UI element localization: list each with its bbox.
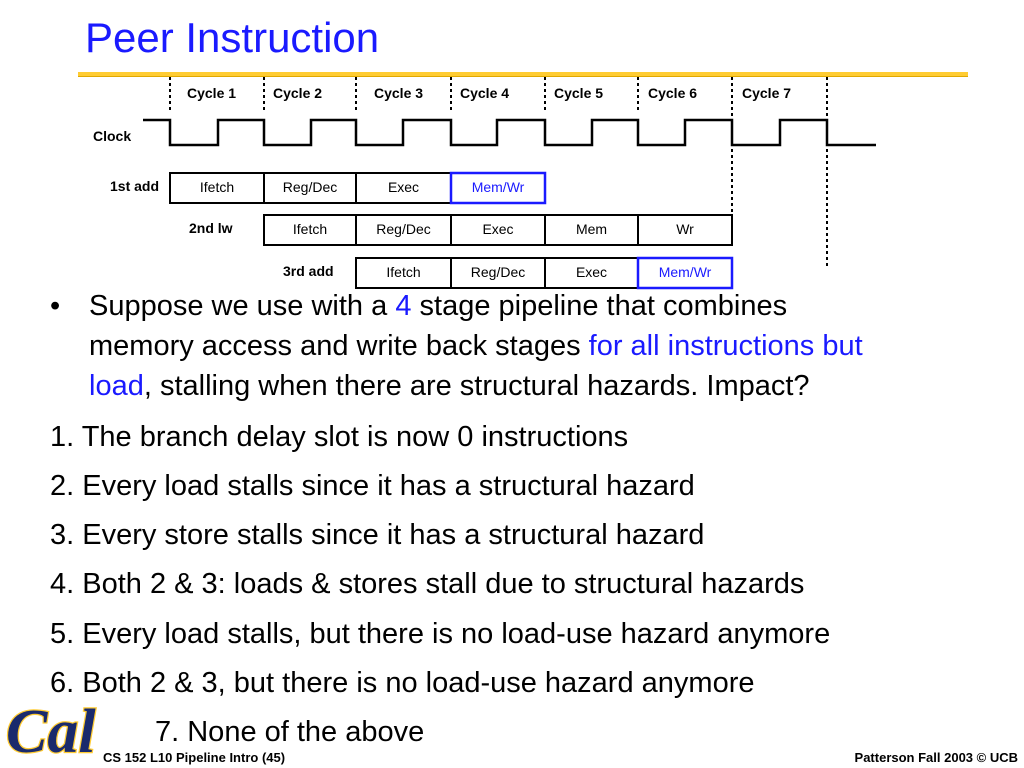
- stage-label: Exec: [388, 179, 419, 195]
- instruction-row-3: 3rd add Ifetch Reg/Dec Exec Mem/Wr: [283, 256, 734, 290]
- stage-box: [544, 214, 639, 246]
- option-1: 1. The branch delay slot is now 0 instru…: [50, 421, 629, 453]
- cycle-label-4: Cycle 4: [460, 85, 509, 101]
- option-5: 5. Every load stalls, but there is no lo…: [50, 618, 831, 650]
- slide-title: Peer Instruction: [85, 14, 380, 61]
- stage-label: Exec: [576, 264, 607, 280]
- instruction-row-2: 2nd lw Ifetch Reg/Dec Exec Mem Wr: [189, 214, 733, 246]
- stage-label: Mem/Wr: [472, 179, 525, 195]
- question-highlight: load: [89, 370, 144, 402]
- stage-count: 4: [395, 290, 412, 322]
- stage-box: [263, 214, 357, 246]
- option-6: 6. Both 2 & 3, but there is no load-use …: [50, 667, 755, 699]
- cycle-label-1: Cycle 1: [187, 85, 236, 101]
- question-text: stage pipeline that combines: [411, 290, 788, 322]
- stage-label: Wr: [676, 221, 694, 237]
- stage-box: [169, 172, 265, 204]
- cycle-labels: Cycle 1 Cycle 2 Cycle 3 Cycle 4 Cycle 5 Cycle…: [187, 85, 791, 101]
- stage-label: Mem/Wr: [659, 264, 712, 280]
- stage-box: [636, 256, 734, 290]
- stage-box: [449, 171, 547, 205]
- stage-label: Reg/Dec: [376, 221, 430, 237]
- stage-label: Reg/Dec: [471, 264, 525, 280]
- cycle-label-2: Cycle 2: [273, 85, 322, 101]
- question-line-2: memory access and write back stages for …: [89, 330, 863, 363]
- pipeline-diagram: Cycle 1 Cycle 2 Cycle 3 Cycle 4 Cycle 5 Cycle…: [93, 77, 876, 290]
- stage-label: Mem: [576, 221, 607, 237]
- stage-label: Ifetch: [200, 179, 234, 195]
- stage-label: Ifetch: [386, 264, 420, 280]
- title-underline: [78, 72, 968, 77]
- cal-logo: Cal: [5, 697, 98, 768]
- stage-box: [355, 172, 452, 204]
- stage-label: Ifetch: [293, 221, 327, 237]
- stage-box: [450, 214, 546, 246]
- question-line-3: load, stalling when there are structural…: [89, 370, 810, 403]
- cycle-label-3: Cycle 3: [374, 85, 423, 101]
- option-4: 4. Both 2 & 3: loads & stores stall due …: [50, 568, 805, 600]
- instruction-label: 1st add: [110, 178, 159, 194]
- question-text: , stalling when there are structural haz…: [143, 370, 810, 402]
- stage-box: [450, 257, 546, 289]
- clock-label: Clock: [93, 128, 131, 144]
- instruction-label: 2nd lw: [189, 220, 233, 236]
- question-text: Suppose we use with a: [89, 290, 396, 322]
- option-3: 3. Every store stalls since it has a str…: [50, 519, 705, 551]
- stage-box: [355, 214, 452, 246]
- question-text: memory access and write back stages: [89, 330, 589, 362]
- cycle-label-6: Cycle 6: [648, 85, 697, 101]
- stage-label: Exec: [482, 221, 513, 237]
- svg-text:Cal: Cal: [6, 698, 96, 766]
- stage-box: [637, 214, 733, 246]
- stage-box: [544, 257, 639, 289]
- bullet-marker: •: [50, 290, 61, 322]
- question-highlight: for all instructions but: [588, 330, 863, 362]
- question-line-1: Suppose we use with a 4 stage pipeline t…: [89, 290, 787, 323]
- stage-label: Reg/Dec: [283, 179, 337, 195]
- instruction-label: 3rd add: [283, 263, 334, 279]
- cycle-label-5: Cycle 5: [554, 85, 603, 101]
- footer-credit: Patterson Fall 2003 © UCB: [854, 750, 1018, 765]
- cycle-label-7: Cycle 7: [742, 85, 791, 101]
- instruction-row-1: 1st add Ifetch Reg/Dec Exec Mem/Wr: [110, 171, 547, 205]
- option-7: 7. None of the above: [155, 716, 425, 748]
- footer-course: CS 152 L10 Pipeline Intro (45): [103, 750, 286, 765]
- stage-box: [355, 257, 452, 289]
- clock-waveform: [143, 118, 876, 147]
- option-2: 2. Every load stalls since it has a stru…: [50, 470, 695, 502]
